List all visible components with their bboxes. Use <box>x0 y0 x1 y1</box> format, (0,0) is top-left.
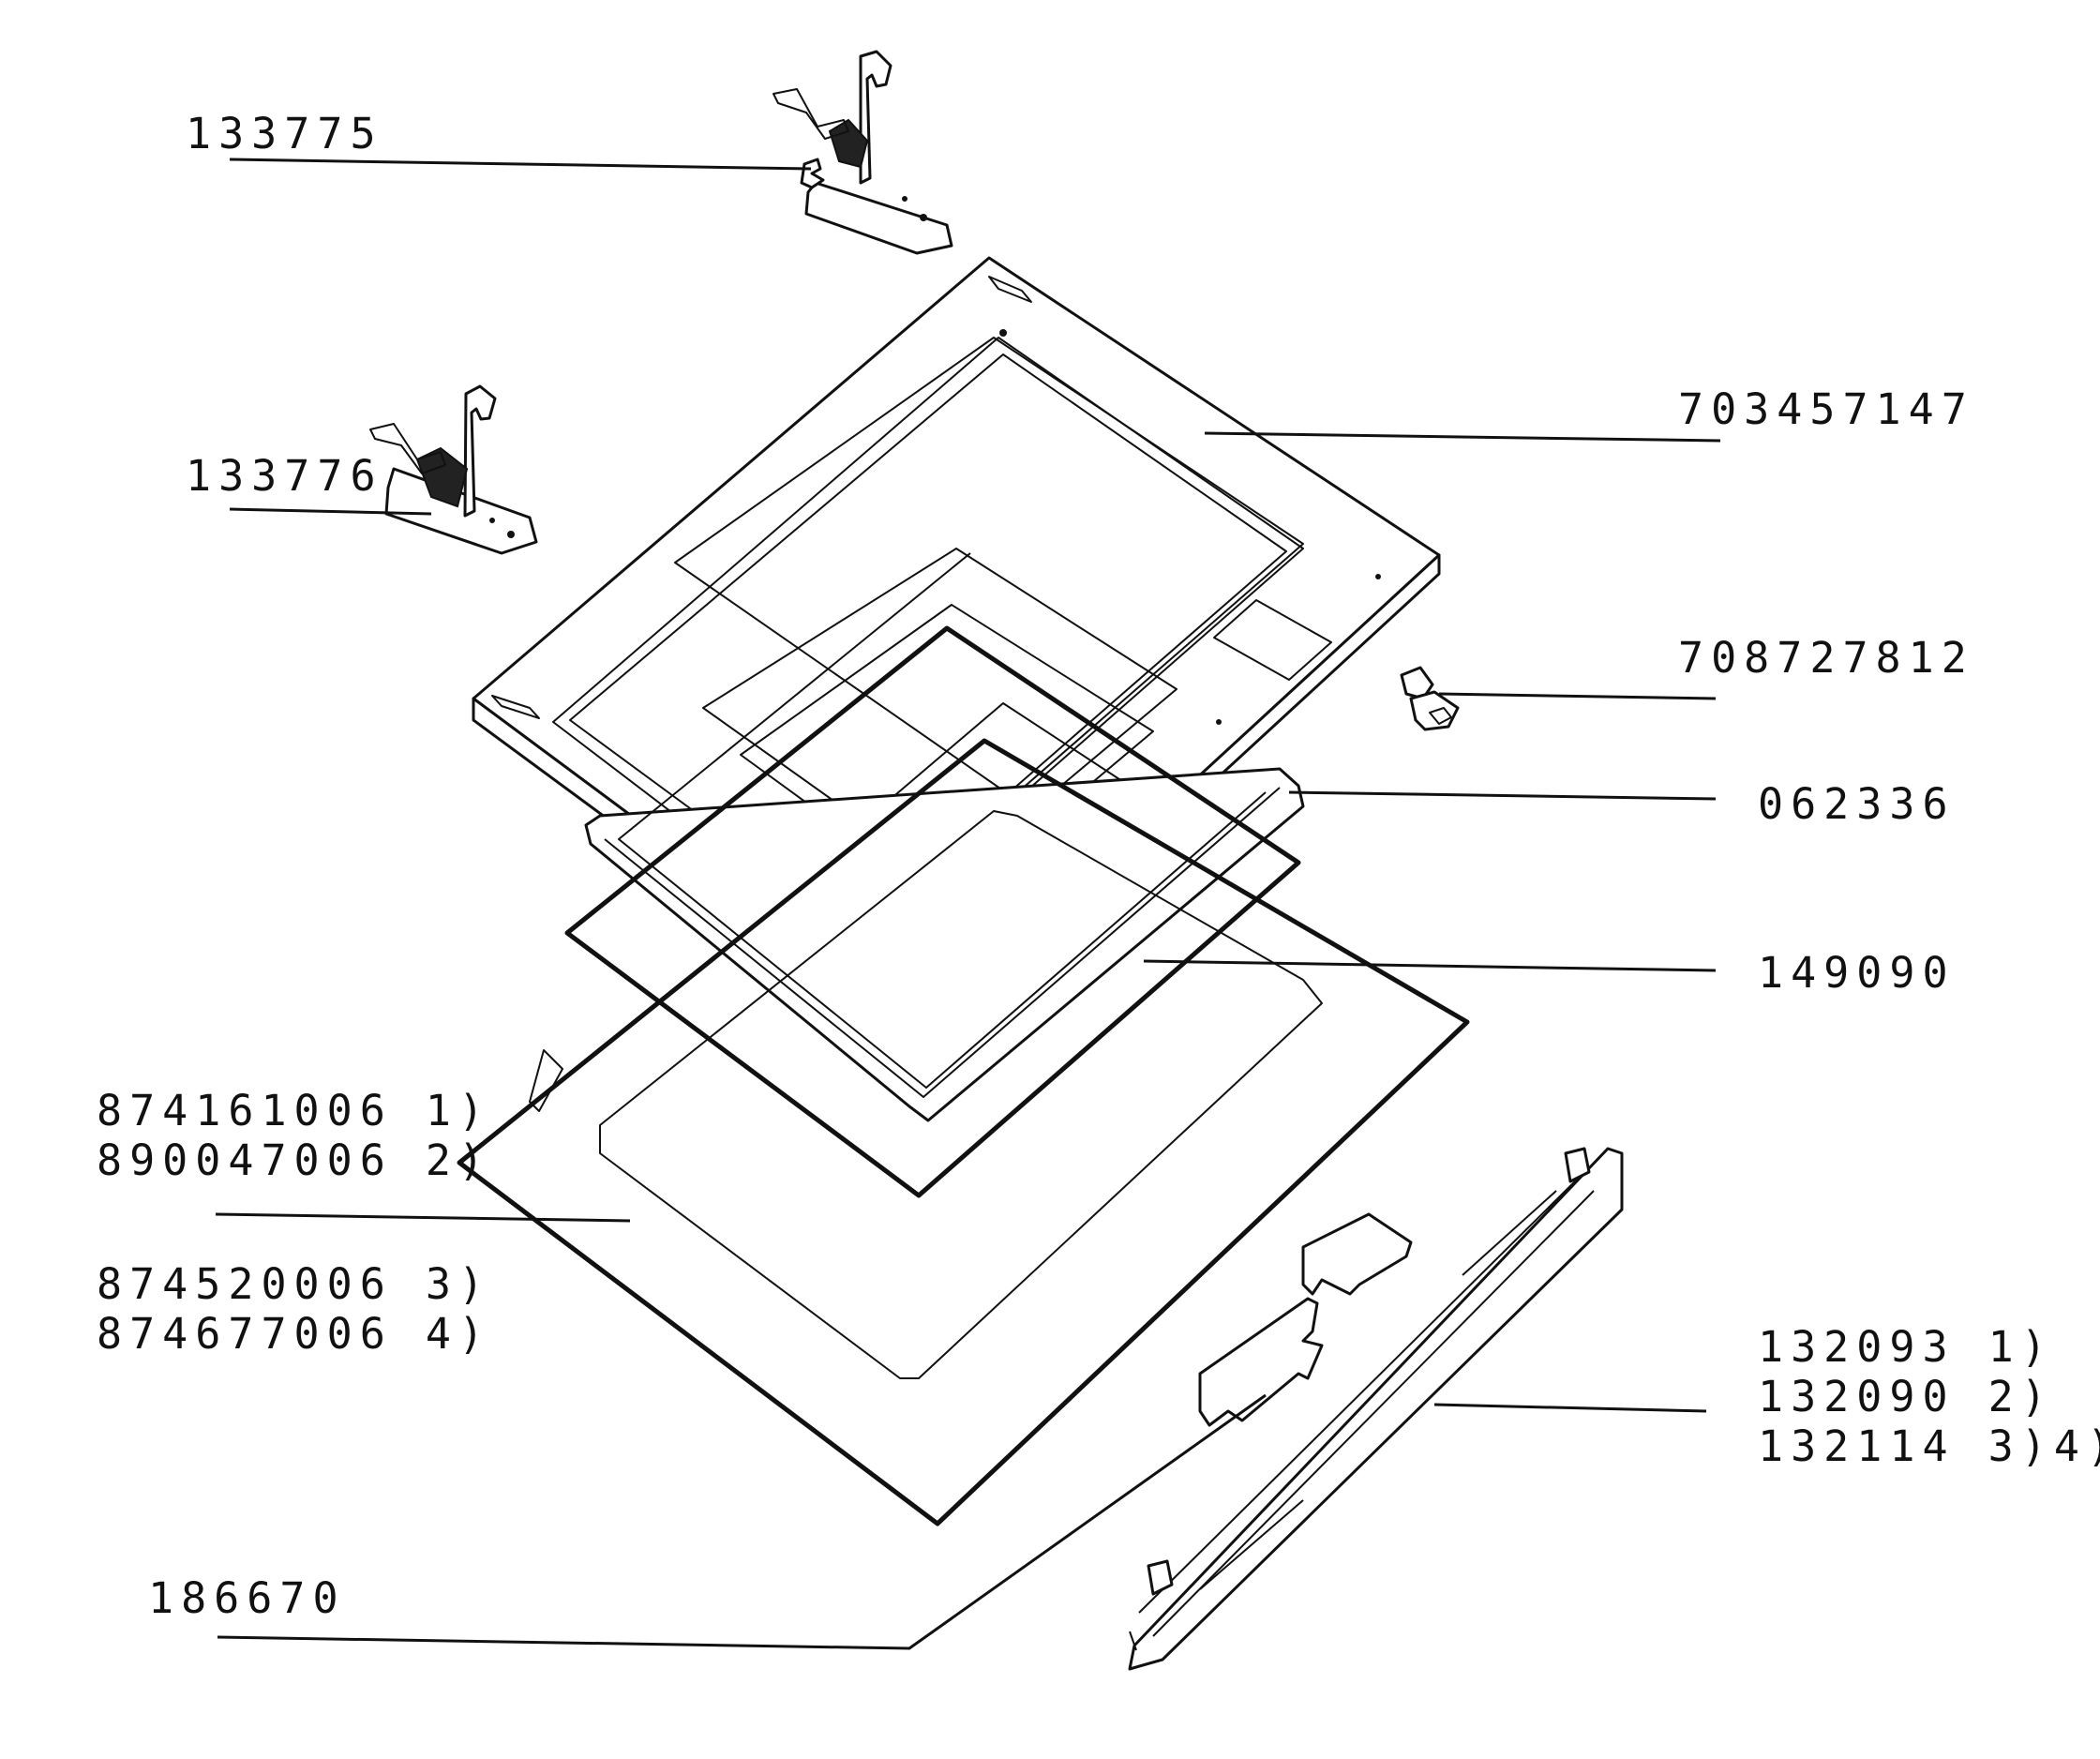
leader-133775 <box>229 158 812 171</box>
leader-lines <box>215 158 1721 1650</box>
label-132090: 132090 2) <box>1758 1372 2054 1421</box>
inner-glass-149090 <box>564 625 1301 1198</box>
leader-062336 <box>1288 790 1717 801</box>
handle-insert-186670 <box>1198 1212 1413 1427</box>
label-874677006: 874677006 4) <box>97 1309 491 1359</box>
leader-703457147 <box>1204 431 1721 443</box>
leader-874161006 <box>215 1212 631 1223</box>
label-062336: 062336 <box>1758 779 1956 829</box>
latch-708727812 <box>1400 666 1460 731</box>
outer-glass-874161006 <box>457 738 1470 1526</box>
leader-132093 <box>1433 1403 1707 1413</box>
leader-133776 <box>229 507 432 516</box>
label-149090: 149090 <box>1758 948 1956 998</box>
handle-132093 <box>1128 1147 1624 1671</box>
label-133775: 133775 <box>186 109 383 158</box>
part-labels: 133775 133776 703457147 708727812 062336… <box>97 109 2100 1623</box>
label-874161006: 874161006 1) <box>97 1086 491 1135</box>
label-890047006: 890047006 2) <box>97 1135 491 1185</box>
hinge-133775 <box>772 50 953 255</box>
leader-708727812 <box>1438 692 1717 700</box>
leader-186670 <box>217 1393 1267 1650</box>
label-132093: 132093 1) <box>1758 1322 2054 1372</box>
label-703457147: 703457147 <box>1678 384 1974 434</box>
label-132114: 132114 3)4) <box>1758 1421 2100 1471</box>
label-186670: 186670 <box>148 1573 346 1623</box>
label-874520006: 874520006 3) <box>97 1259 491 1309</box>
leader-149090 <box>1143 959 1717 972</box>
label-133776: 133776 <box>186 451 383 501</box>
hinge-133776 <box>369 384 538 555</box>
label-708727812: 708727812 <box>1678 633 1974 683</box>
